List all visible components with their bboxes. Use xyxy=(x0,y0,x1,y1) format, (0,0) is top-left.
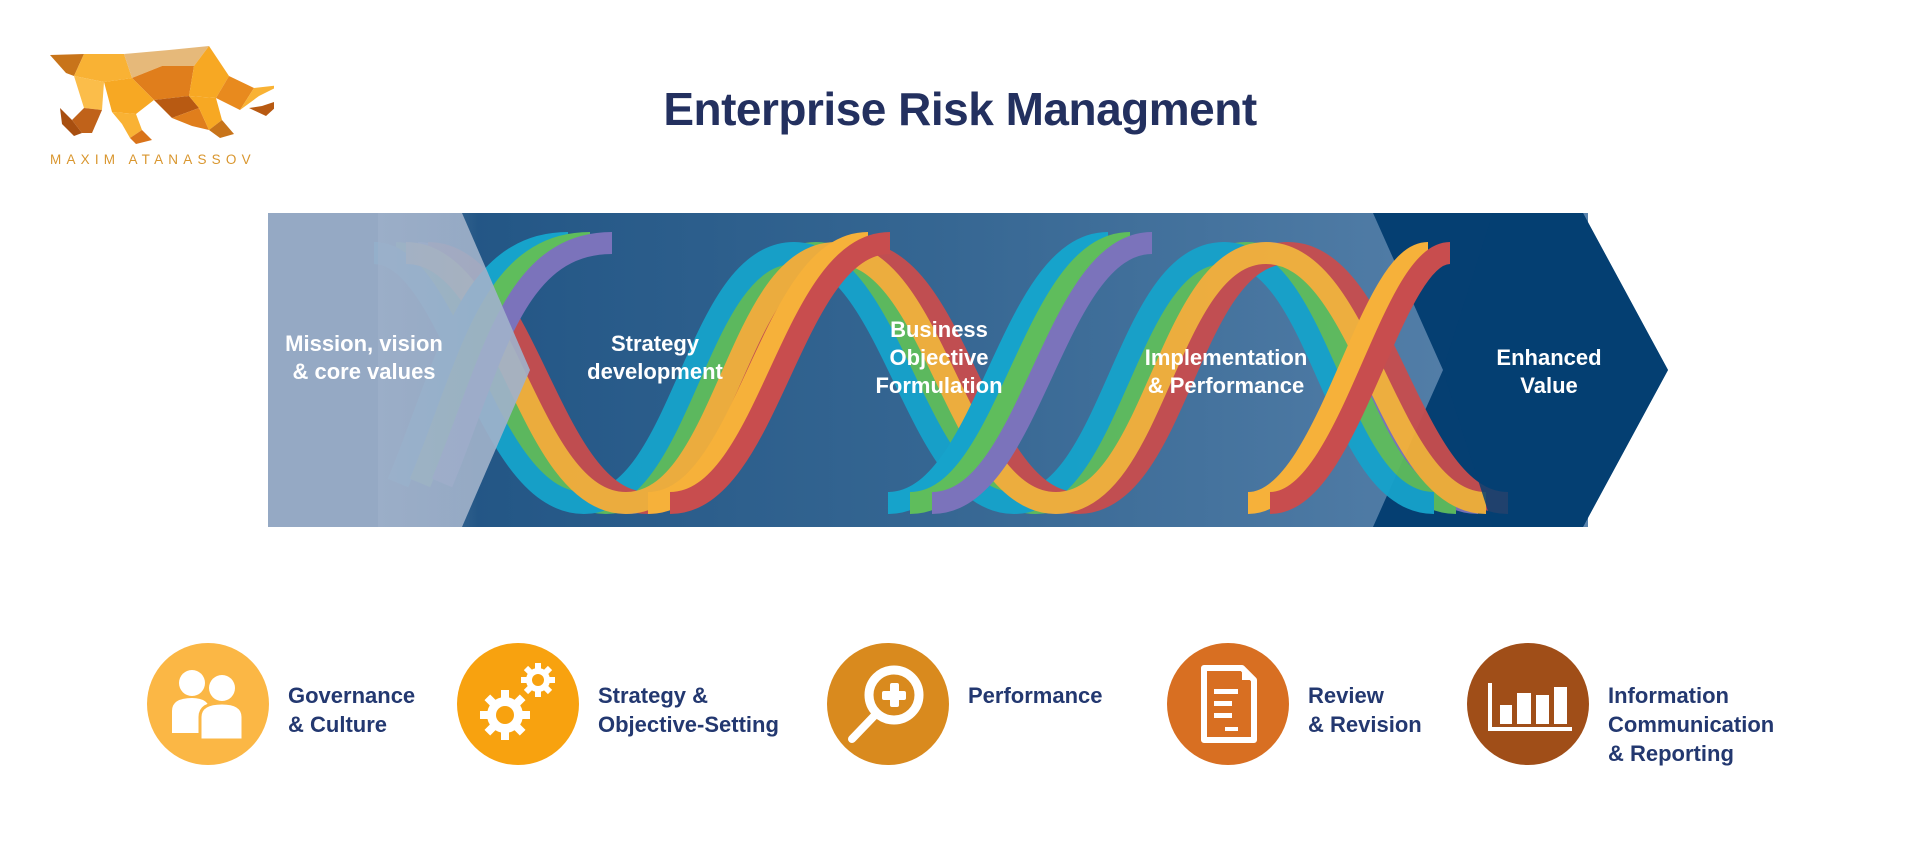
stage-label-line: Strategy xyxy=(610,331,700,356)
stage-label-line: Implementation xyxy=(1144,345,1308,370)
component-strategy-objective: Strategy & Objective-Setting xyxy=(457,643,779,765)
stage-label-line: Value xyxy=(1520,373,1578,398)
page-title: Enterprise Risk Managment xyxy=(663,83,1257,135)
stage-enhanced-value: Enhanced Value xyxy=(1496,344,1601,400)
stage-strategy-development: Strategy development xyxy=(587,330,723,386)
stage-label-line: & core values xyxy=(292,359,436,384)
stage-label-line: Business xyxy=(890,317,988,342)
erm-process-banner: Mission, vision & core values Strategy d… xyxy=(268,213,1668,527)
stage-business-objective: Business Objective Formulation xyxy=(875,316,1002,400)
gears-icon xyxy=(457,643,579,765)
stage-mission-vision: Mission, vision & core values xyxy=(285,330,443,386)
label-line: Information xyxy=(1608,683,1729,708)
component-governance-culture: Governance & Culture xyxy=(147,643,415,765)
component-information-reporting: Information Communication & Reporting xyxy=(1467,643,1774,768)
stage-label-line: Enhanced xyxy=(1496,345,1602,370)
component-performance: Performance xyxy=(827,643,1103,765)
document-icon xyxy=(1167,643,1289,765)
label-line: & Culture xyxy=(288,712,387,737)
label-line: Objective-Setting xyxy=(598,712,779,737)
bar-chart-icon xyxy=(1467,643,1589,765)
logo: MAXIM ATANASSOV xyxy=(44,38,274,174)
component-label: Strategy & Objective-Setting xyxy=(598,681,779,739)
component-label: Governance & Culture xyxy=(288,681,415,739)
magnifier-plus-icon xyxy=(827,643,949,765)
component-label: Performance xyxy=(968,681,1103,710)
component-review-revision: Review & Revision xyxy=(1167,643,1422,765)
stage-label-line: development xyxy=(587,359,723,384)
label-line: Performance xyxy=(968,683,1103,708)
label-line: Review xyxy=(1308,683,1384,708)
label-line: & Reporting xyxy=(1608,741,1734,766)
logo-text: MAXIM ATANASSOV xyxy=(50,152,256,167)
stage-implementation: Implementation & Performance xyxy=(1145,344,1308,400)
stage-label-line: & Performance xyxy=(1147,373,1305,398)
stage-label-line: Formulation xyxy=(875,373,1003,398)
dna-helix-graphic xyxy=(268,213,1668,527)
stage-label-line: Mission, vision xyxy=(285,331,443,356)
stage-label-line: Objective xyxy=(889,345,989,370)
component-label: Information Communication & Reporting xyxy=(1608,681,1774,768)
label-line: Strategy & xyxy=(598,683,709,708)
label-line: & Revision xyxy=(1308,712,1422,737)
label-line: Communication xyxy=(1608,712,1775,737)
component-label: Review & Revision xyxy=(1308,681,1422,739)
people-icon xyxy=(147,643,269,765)
label-line: Governance xyxy=(288,683,416,708)
geometric-bull-icon xyxy=(50,46,274,144)
